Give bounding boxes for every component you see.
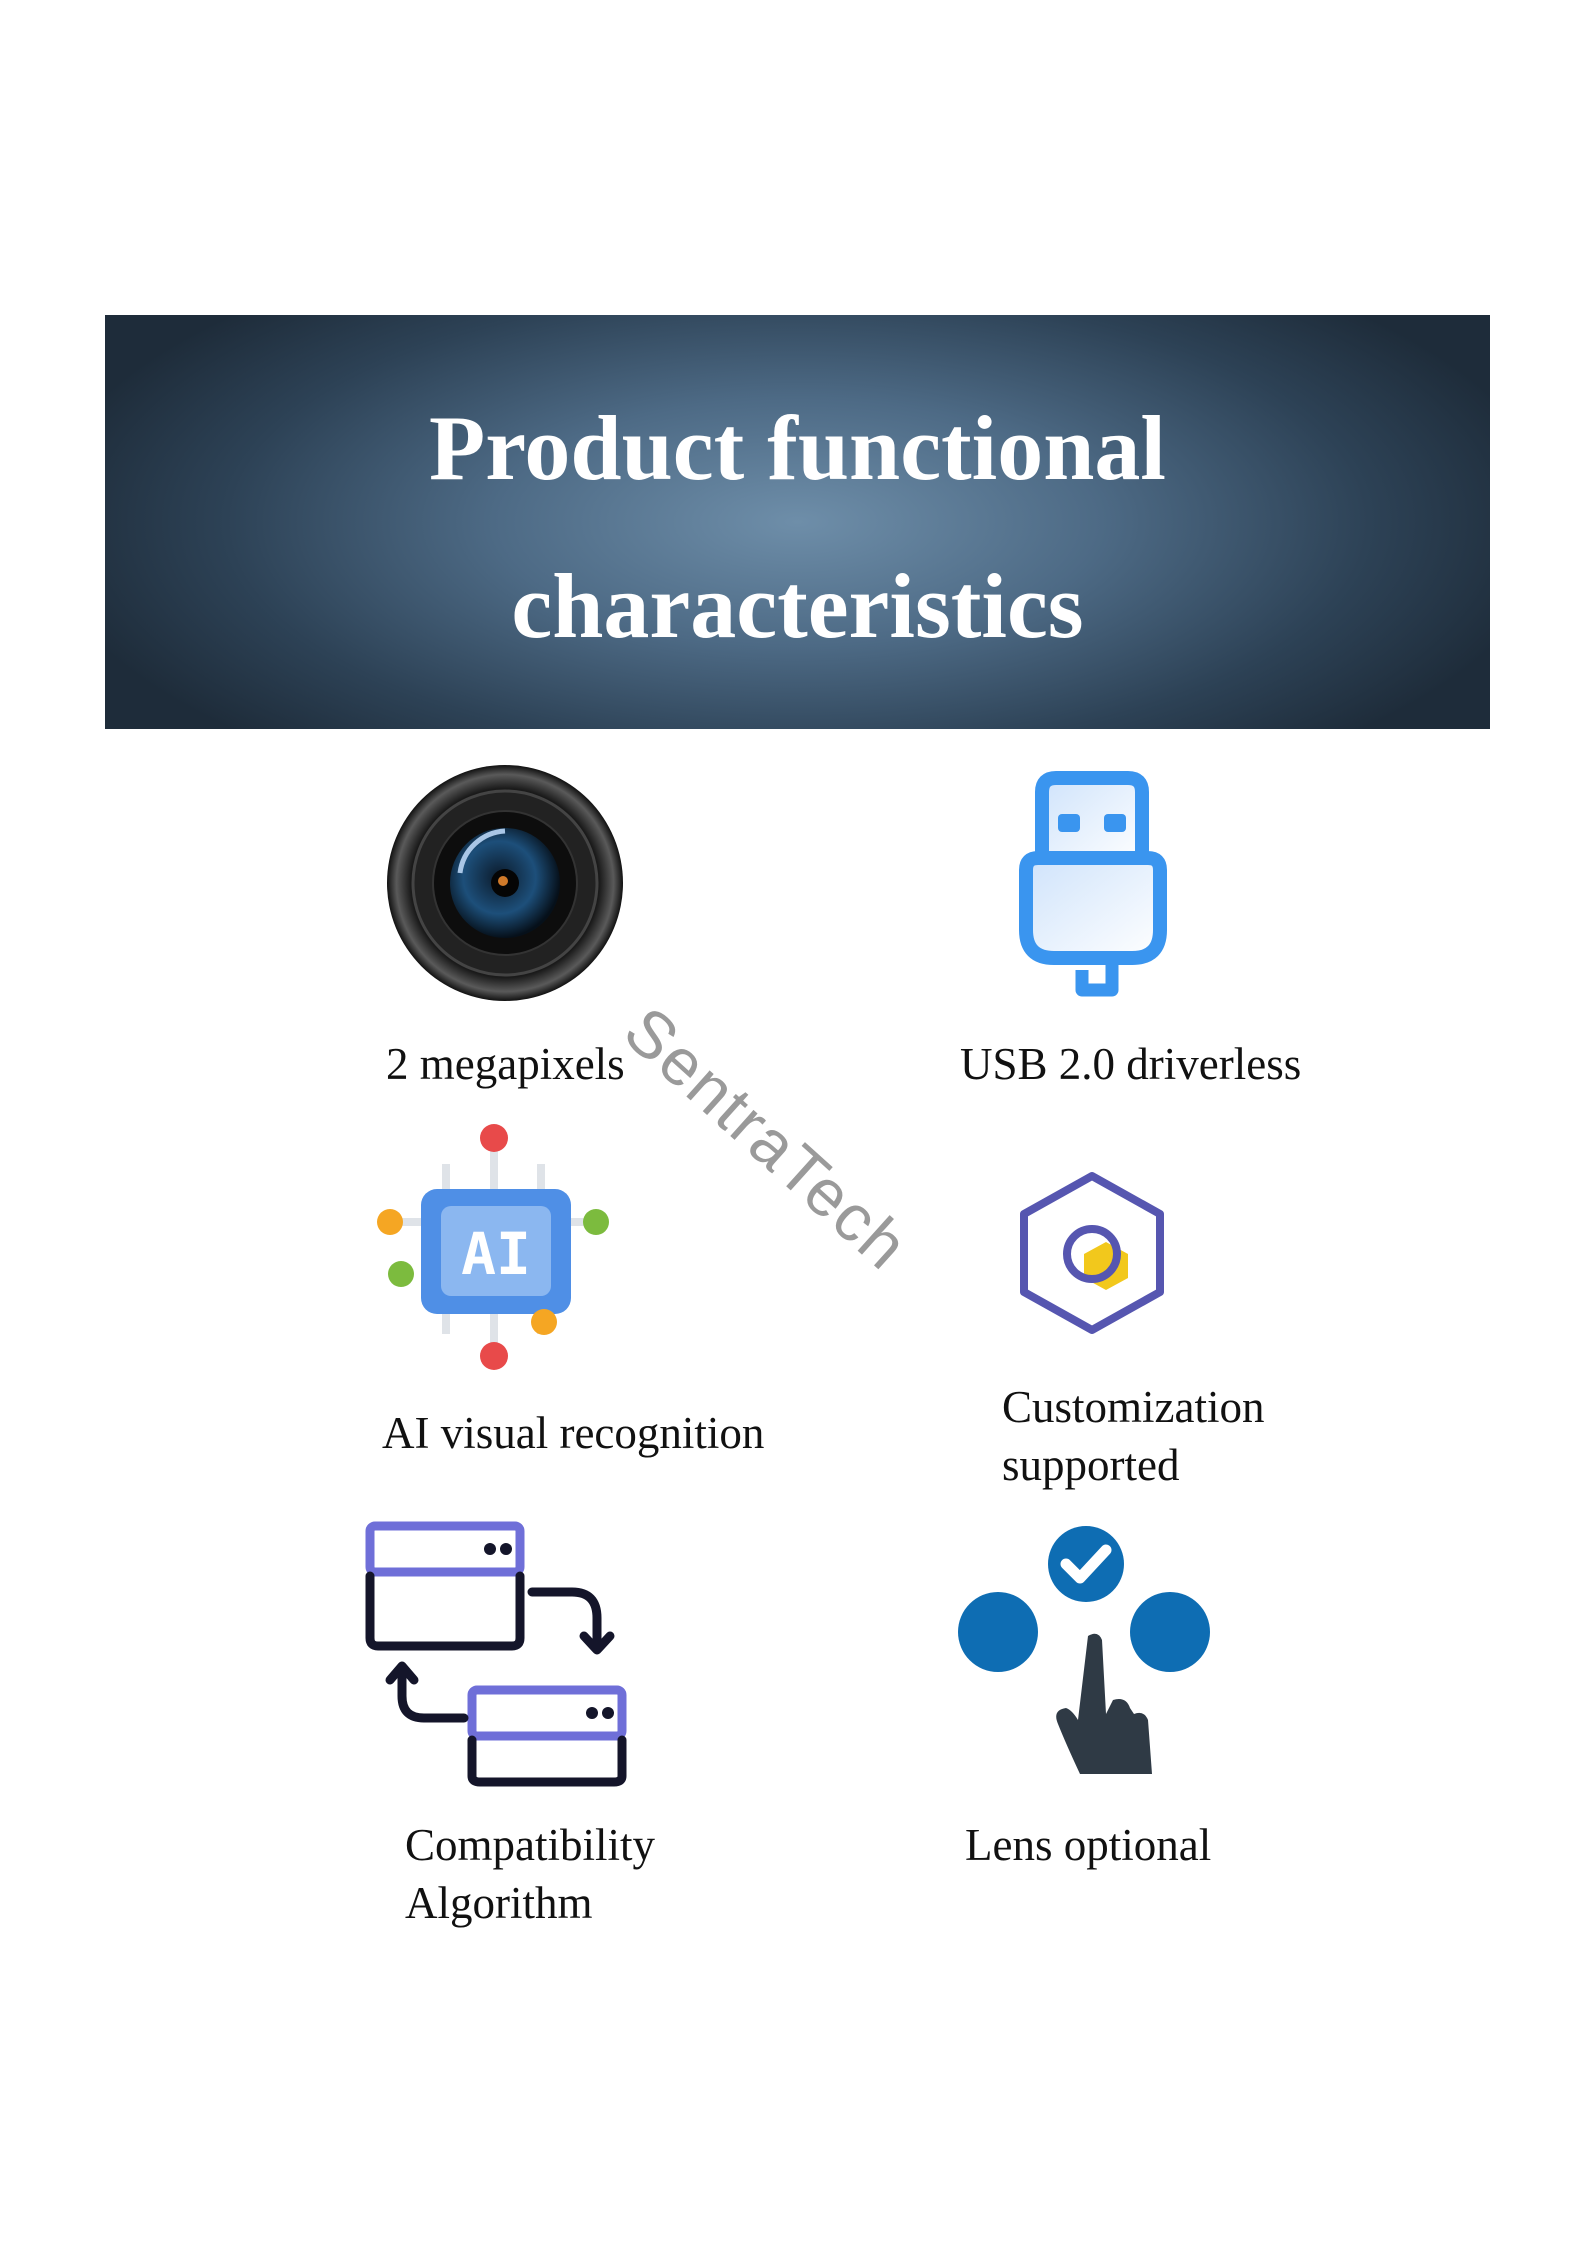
feature-label-lens: Lens optional — [965, 1820, 1212, 1870]
hand-select-icon — [958, 1526, 1210, 1774]
feature-label-ai: AI visual recognition — [382, 1408, 765, 1458]
usb-icon — [1019, 771, 1167, 997]
watermark: SentraTech — [610, 992, 924, 1284]
feature-label-usb: USB 2.0 driverless — [960, 1039, 1302, 1089]
camera-lens-icon — [387, 765, 623, 1001]
ai-chip-icon: AI — [377, 1124, 609, 1370]
feature-label-compatibility-line1: Compatibility — [405, 1820, 656, 1870]
banner-title-line2: characteristics — [511, 555, 1084, 657]
hexagon-customize-icon — [1020, 1172, 1164, 1334]
feature-label-megapixels: 2 megapixels — [386, 1039, 625, 1089]
feature-label-compatibility-line2: Algorithm — [405, 1878, 593, 1928]
feature-label-customization-line2: supported — [1002, 1440, 1180, 1490]
title-banner: Product functional characteristics — [105, 315, 1490, 729]
feature-label-customization-line1: Customization — [1002, 1382, 1265, 1432]
banner-title-line1: Product functional — [429, 397, 1166, 499]
window-swap-icon — [365, 1521, 627, 1787]
svg-text:AI: AI — [461, 1220, 531, 1288]
